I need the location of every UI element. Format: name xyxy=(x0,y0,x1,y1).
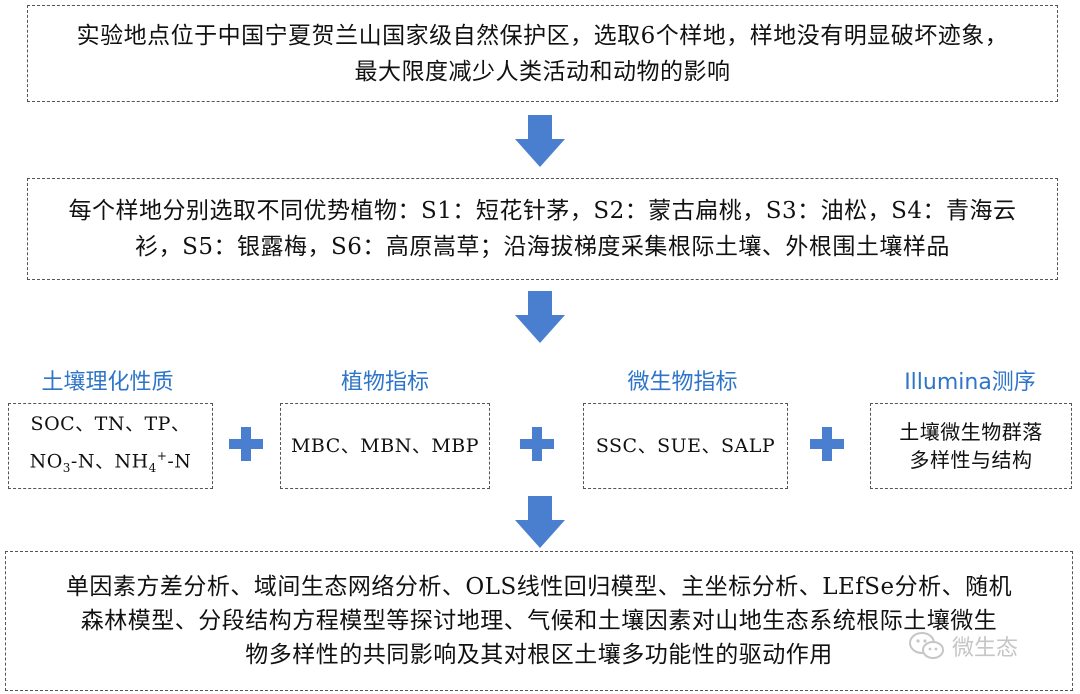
microbial-indicators-text: SSC、SUE、SALP xyxy=(595,435,776,457)
watermark-text: 微生态 xyxy=(952,636,1019,661)
soil-properties-text: SOC、TN、TP、 NO3-N、NH4+-N xyxy=(29,412,192,476)
watermark: 微生态 xyxy=(908,626,1058,666)
sampling-description-box: 每个样地分别选取不同优势植物：S1：短花针茅，S2：蒙古扁桃，S3：油松，S4：… xyxy=(27,178,1058,280)
site-description-box: 实验地点位于中国宁夏贺兰山国家级自然保护区，选取6个样地，样地没有明显破坏迹象，… xyxy=(27,5,1058,102)
plant-indicators-box: MBC、MBN、MBP xyxy=(280,403,490,489)
sampling-description-text: 每个样地分别选取不同优势植物：S1：短花针茅，S2：蒙古扁桃，S3：油松，S4：… xyxy=(68,198,1017,260)
plus-icon xyxy=(810,427,844,461)
down-arrow-icon xyxy=(515,291,565,343)
header-illumina-sequencing: Illumina测序 xyxy=(904,370,1036,395)
plus-icon xyxy=(229,427,263,461)
soil-properties-box: SOC、TN、TP、 NO3-N、NH4+-N xyxy=(8,403,213,489)
illumina-sequencing-text: 土壤微生物群落 多样性与结构 xyxy=(899,420,1043,472)
wechat-icon xyxy=(909,632,944,659)
plus-icon xyxy=(520,427,554,461)
header-soil-properties: 土壤理化性质 xyxy=(41,370,174,395)
illumina-sequencing-box: 土壤微生物群落 多样性与结构 xyxy=(870,403,1072,489)
header-microbial-indicators: 微生物指标 xyxy=(627,370,738,395)
analysis-methods-box: 单因素方差分析、域间生态网络分析、OLS线性回归模型、主坐标分析、LEfSe分析… xyxy=(5,551,1073,691)
down-arrow-icon xyxy=(515,115,565,167)
down-arrow-icon xyxy=(515,496,565,548)
plant-indicators-text: MBC、MBN、MBP xyxy=(290,435,480,457)
microbial-indicators-box: SSC、SUE、SALP xyxy=(583,403,788,489)
site-description-text: 实验地点位于中国宁夏贺兰山国家级自然保护区，选取6个样地，样地没有明显破坏迹象，… xyxy=(76,22,1009,85)
header-plant-indicators: 植物指标 xyxy=(340,370,429,395)
analysis-methods-text: 单因素方差分析、域间生态网络分析、OLS线性回归模型、主坐标分析、LEfSe分析… xyxy=(65,574,1013,668)
